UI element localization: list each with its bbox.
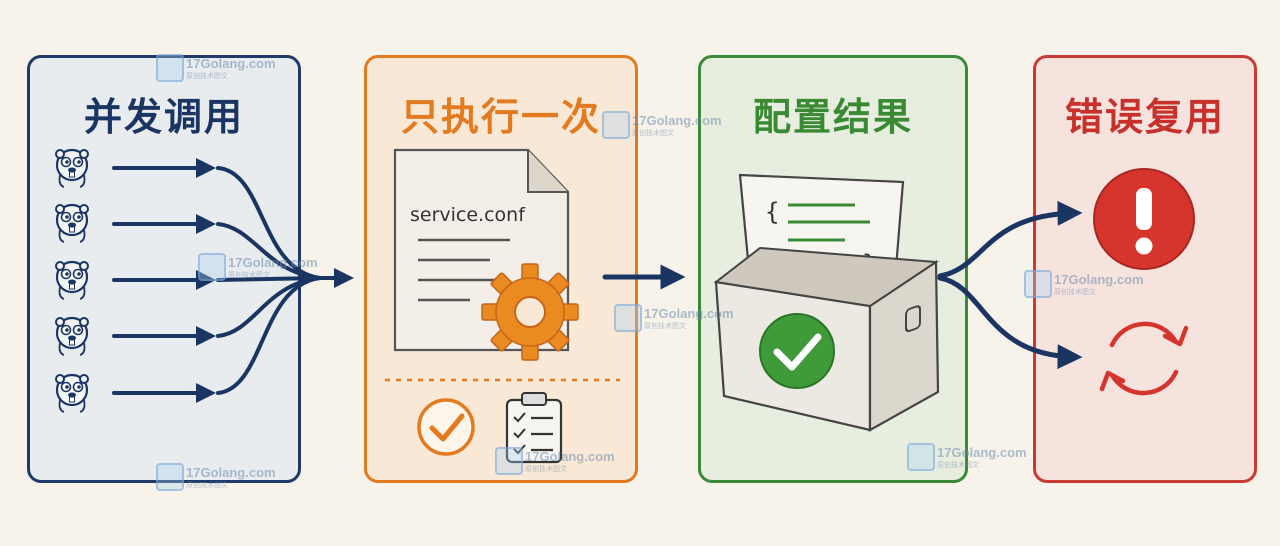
panel-title: 错误复用: [1064, 95, 1225, 139]
file-label: service.conf: [410, 204, 526, 226]
call-arrows: [112, 158, 354, 403]
check-icon: [759, 313, 835, 389]
gopher-icon: [54, 373, 90, 414]
panel-title: 并发调用: [83, 95, 244, 139]
branch-arrows: [937, 200, 1083, 370]
panel-title: 配置结果: [752, 95, 913, 139]
panel-title: 只执行一次: [400, 95, 601, 139]
gear-icon: [481, 263, 579, 361]
svg-text:{: {: [765, 198, 779, 226]
gopher-icon: [54, 203, 90, 244]
gopher-icon: [54, 260, 90, 301]
retry-icon: [1099, 321, 1189, 396]
box-icon: { }: [713, 173, 940, 432]
check-icon: [417, 398, 475, 456]
error-icon: [1093, 168, 1195, 270]
gopher-icon: [54, 148, 90, 189]
gopher-icon: [54, 316, 90, 357]
clipboard-icon: [505, 392, 563, 464]
